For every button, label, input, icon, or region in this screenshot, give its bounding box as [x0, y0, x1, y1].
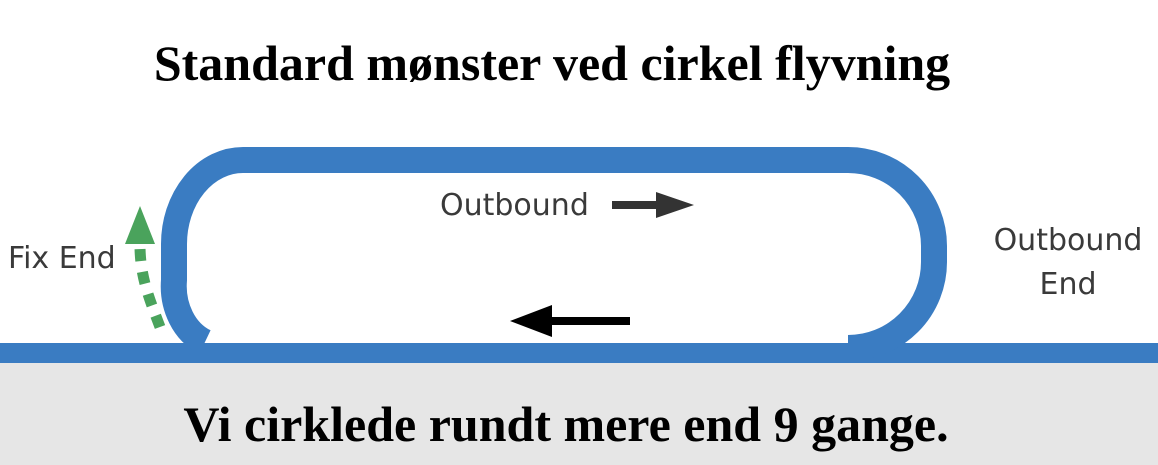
fix-end-label: Fix End	[8, 241, 116, 276]
left-arrow-icon	[510, 305, 630, 337]
caption: Vi cirklede rundt mere end 9 gange.	[183, 396, 948, 452]
holding-pattern-track	[160, 147, 947, 361]
outbound-end-label-line2: End	[1039, 267, 1096, 302]
outbound-label: Outbound	[440, 188, 589, 223]
dashed-entry-arrow-icon	[125, 206, 166, 329]
right-arrow-icon	[612, 192, 694, 218]
ground-band	[0, 355, 1158, 465]
outbound-end-label-line1: Outbound	[994, 223, 1143, 258]
page-title: Standard mønster ved cirkel flyvning	[154, 35, 950, 91]
inbound-track-line	[0, 343, 1158, 363]
